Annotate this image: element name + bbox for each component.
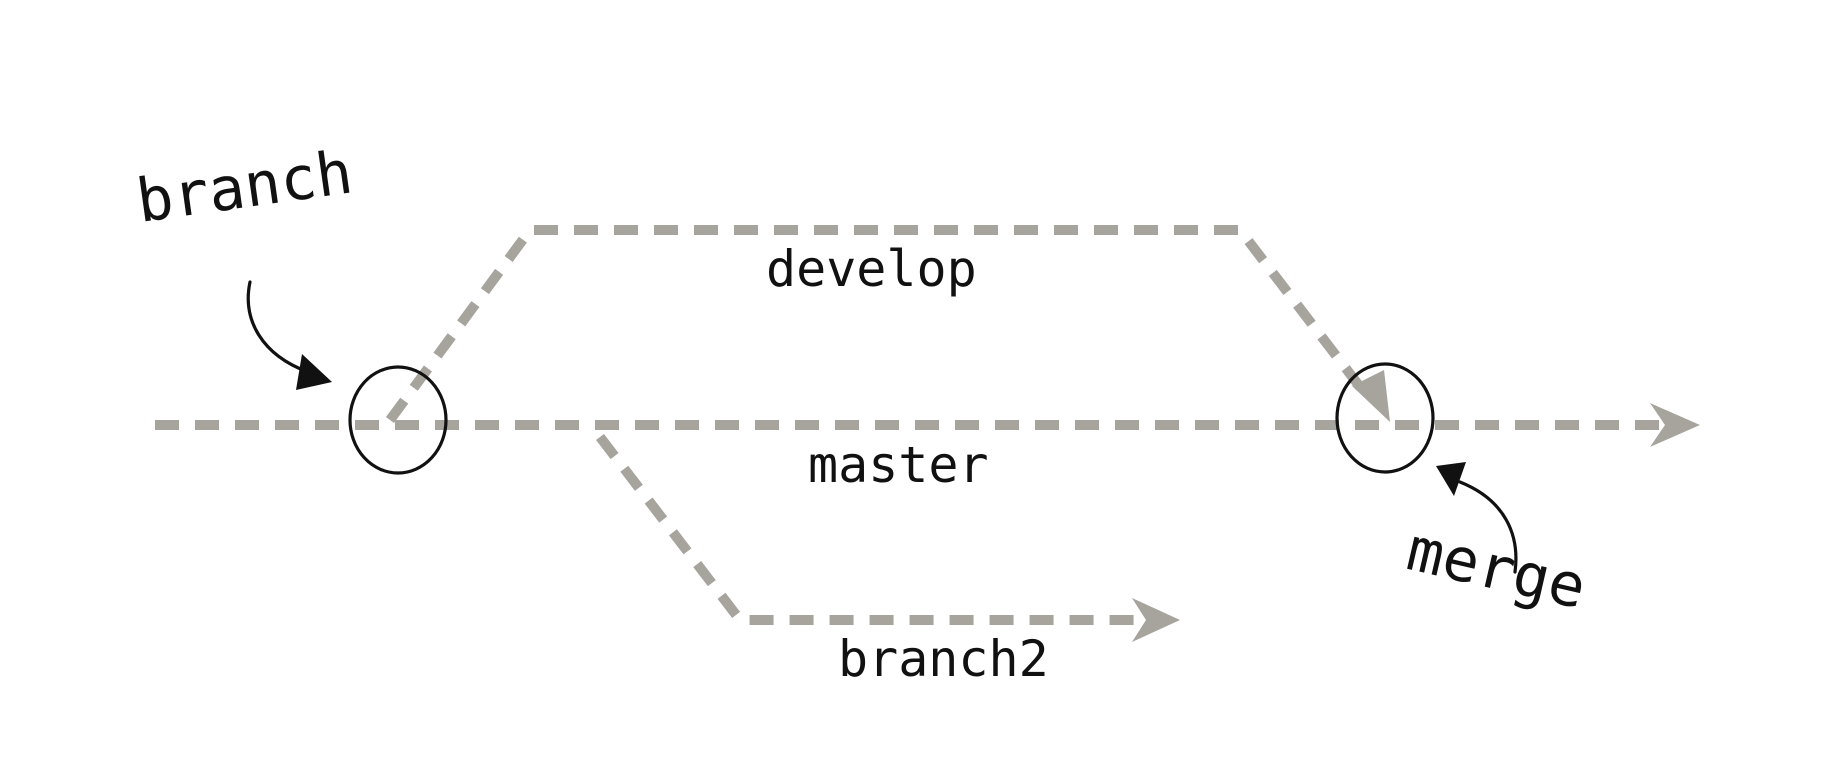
branch-pointer-curve [246,280,310,374]
merge-callout-label: merge [1401,514,1593,623]
develop-line [385,225,1374,423]
merge-point-circle [1335,362,1435,474]
branch2-arrowhead [1132,598,1180,642]
develop-label: develop [766,240,977,298]
branch-point-circle [348,365,448,475]
merge-pointer-arrowhead [1436,462,1466,496]
branch-pointer-arrowhead [296,354,332,390]
develop-arrowhead [1352,370,1390,422]
merge-pointer-curve [1458,480,1518,574]
branch2-lane: branch2 [596,433,1180,688]
develop-lane: develop [385,225,1390,423]
branch2-line [596,433,1140,625]
master-lane: master [155,403,1700,494]
master-arrowhead [1650,403,1700,447]
branch2-label: branch2 [838,630,1049,688]
branch-callout-label: branch [132,137,356,236]
master-label: master [808,436,989,494]
